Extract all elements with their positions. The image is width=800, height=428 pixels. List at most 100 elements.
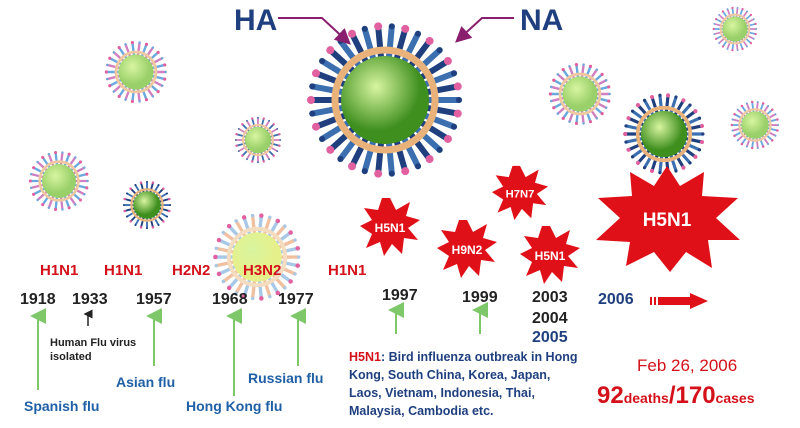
virus-spike-tip: [168, 197, 171, 201]
year-2006: 2006: [598, 291, 634, 308]
virus-envelope: [635, 105, 693, 163]
virus-spike-tip: [736, 108, 739, 111]
virus-spike-tip: [688, 103, 692, 107]
virus-spike-tip: [162, 187, 165, 190]
virus-spike-tip: [36, 160, 39, 164]
virus-right-4: [623, 93, 705, 175]
virus-spike-tip: [78, 160, 83, 164]
virus-spike-tip: [85, 186, 89, 190]
virus-spike-tip: [108, 84, 112, 88]
virus-spike-tip: [718, 42, 720, 44]
subtype-h2n2: H2N2: [172, 262, 211, 279]
virus-spike-tip: [761, 145, 765, 148]
virus-small-3: [28, 150, 89, 212]
virus-spike-tip: [713, 23, 716, 25]
virus-spike-tip: [268, 158, 270, 161]
virus-spike-tip: [86, 179, 89, 183]
virus-spike-tip: [761, 102, 765, 105]
virus-spike-tip: [588, 64, 593, 68]
virus-spike-tip: [123, 209, 126, 213]
virus-spike-tip: [276, 150, 279, 152]
year-1968: 1968: [212, 291, 248, 308]
virus-spike-tip: [130, 41, 135, 45]
virus-spike-tip: [561, 116, 565, 120]
virus-spike-tip: [319, 135, 326, 142]
virus-spike-tip: [623, 131, 628, 137]
virus-spike-tip: [733, 113, 736, 116]
label-spanish-flu: Spanish flu: [24, 398, 100, 414]
virus-spike-tip: [146, 180, 148, 183]
virus-spike-tip: [626, 147, 631, 152]
virus-spike-tip: [124, 43, 127, 46]
virus-spike-tip: [699, 123, 705, 129]
virus-spike-tip: [130, 99, 135, 103]
virus-h3n2: [213, 213, 301, 301]
virus-spike-tip: [151, 46, 155, 49]
virus-spike-tip: [401, 167, 410, 176]
virus-spike-tip: [665, 93, 671, 98]
virus-spike-tip: [134, 184, 137, 186]
virus-core: [640, 110, 688, 158]
virus-spike-tip: [600, 72, 604, 76]
virus-spike-tip: [124, 98, 127, 101]
virus-spike-tip: [47, 153, 50, 156]
burst-label: H5N1: [643, 210, 692, 231]
virus-spike-tip: [436, 47, 443, 54]
virus-spike-tip: [595, 117, 599, 120]
virus-spike-tip: [41, 155, 45, 159]
virus-spike-tip: [451, 123, 458, 130]
virus-spike-tip: [568, 65, 571, 68]
virus-spike-tip: [162, 220, 165, 223]
virus-small-4: [122, 180, 172, 230]
virus-spike-tip: [776, 129, 779, 132]
virus-spike-tip: [712, 27, 715, 31]
virus-spike-tip: [259, 296, 264, 301]
virus-spike-tip: [104, 70, 108, 74]
virus-spike-tip: [374, 22, 383, 31]
virus-spike-tip: [216, 271, 222, 277]
virus-spike-tip: [226, 223, 232, 229]
virus-spike-tip: [295, 263, 300, 268]
virus-spike-tip: [268, 215, 272, 220]
virus-spike-tip: [746, 45, 748, 48]
virus-spike-tip: [241, 154, 244, 157]
virus-spike-tip: [117, 46, 121, 50]
virus-spike-tip: [550, 85, 553, 89]
virus-spike-tip: [693, 109, 698, 114]
virus-spike-tip: [237, 150, 240, 152]
virus-spike-tip: [144, 98, 149, 102]
virus-spike-tip: [278, 133, 281, 136]
virus-spike-tip: [605, 79, 608, 82]
subtype-h1n1-1957: H1N1: [104, 262, 143, 279]
virus-spike-tip: [283, 286, 287, 290]
virus-spike-tip: [726, 8, 729, 10]
virus-spike-tip: [83, 166, 86, 169]
virus-spike-tip: [749, 41, 753, 45]
virus-spike-tip: [126, 192, 128, 195]
virus-spike-tip: [157, 184, 160, 186]
na-label: NA: [520, 4, 564, 37]
virus-spike-tip: [776, 118, 779, 121]
virus-spike-tip: [741, 47, 744, 51]
virus-spike-tip: [649, 168, 655, 174]
burst-h7n7: H7N7: [491, 165, 549, 221]
burst-shape: [437, 220, 497, 278]
virus-spike-tip: [85, 172, 89, 176]
virus-spike-tip: [213, 254, 218, 260]
virus-spike-tip: [693, 154, 698, 159]
virus-spike-tip: [234, 139, 237, 141]
virus-spike-tip: [635, 103, 641, 108]
virus-spike-tip: [740, 104, 744, 108]
virus-spike-tip: [29, 186, 33, 190]
virus-spike-tip: [234, 219, 238, 223]
virus-spike-tip: [550, 99, 553, 103]
virus-spike-tip: [166, 192, 168, 195]
virus-spike-tip: [293, 238, 297, 242]
virus-spike-tip: [268, 119, 270, 122]
burst-shape: [596, 166, 740, 272]
virus-spike-tip: [246, 119, 248, 122]
virus-spike-tip: [272, 154, 275, 157]
virus-spike-tip: [126, 215, 128, 218]
virus-spike-tip: [164, 70, 167, 74]
